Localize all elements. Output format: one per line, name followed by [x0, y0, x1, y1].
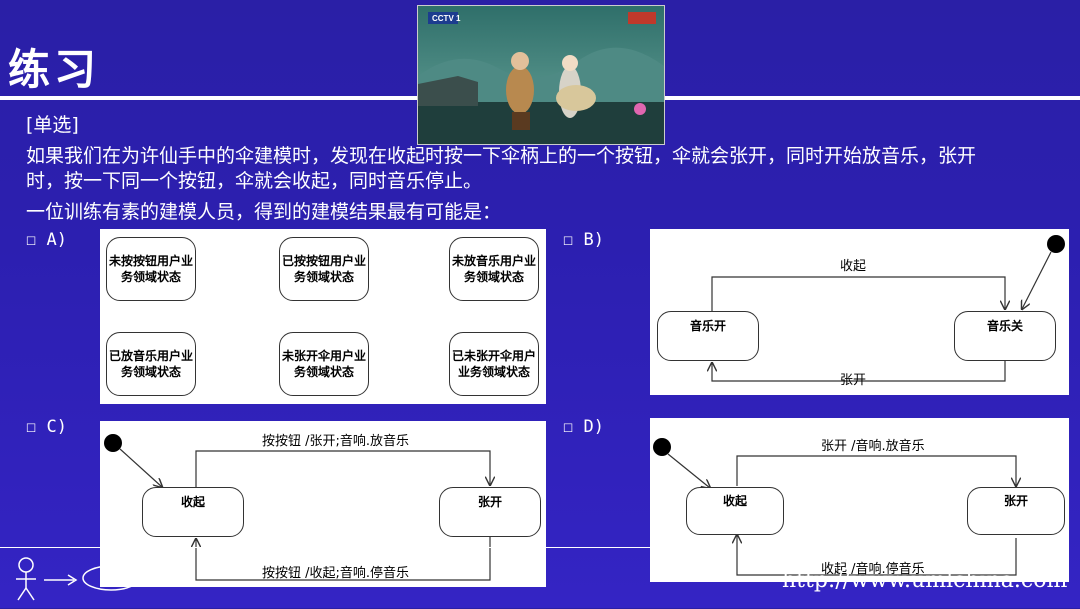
channel-logo-text: CCTV 1 — [432, 14, 461, 23]
video-thumbnail[interactable]: CCTV 1 — [417, 5, 665, 145]
option-d-checkbox[interactable]: ☐ D) — [563, 417, 604, 437]
state-box: 已按按钮用户业务领域状态 — [279, 237, 369, 301]
state-box: 收起 — [686, 487, 784, 535]
footer-bar — [0, 547, 650, 609]
initial-state-dot — [653, 438, 671, 456]
state-box: 张开 — [439, 487, 541, 537]
option-d-diagram: 张开 /音响.放音乐 收起 /音响.停音乐 收起 张开 — [650, 418, 1069, 582]
option-b-checkbox[interactable]: ☐ B) — [563, 230, 604, 250]
option-c-checkbox[interactable]: ☐ C) — [26, 417, 67, 437]
question-line-3: 一位训练有素的建模人员，得到的建模结果最有可能是： — [26, 201, 502, 223]
state-box: 张开 — [967, 487, 1065, 535]
state-box: 已放音乐用户业务领域状态 — [106, 332, 196, 396]
option-a-checkbox[interactable]: ☐ A) — [26, 230, 67, 250]
transition-label: 按按钮 /收起;音响.停音乐 — [262, 566, 410, 581]
option-a-diagram: 未按按钮用户业务领域状态 已按按钮用户业务领域状态 未放音乐用户业务领域状态 已… — [100, 229, 546, 404]
umlchina-logo — [6, 552, 140, 608]
option-b-diagram: 收起 张开 音乐开 音乐关 — [650, 229, 1069, 395]
transition-label: 收起 /音响.停音乐 — [821, 562, 925, 577]
state-box: 音乐关 — [954, 311, 1056, 361]
state-box: 未放音乐用户业务领域状态 — [449, 237, 539, 301]
transition-label: 张开 /音响.放音乐 — [821, 439, 925, 454]
state-box: 收起 — [142, 487, 244, 537]
footer-url[interactable]: http://www.umlchina.com — [782, 568, 1068, 593]
transition-label: 按按钮 /张开;音响.放音乐 — [262, 434, 410, 449]
initial-state-dot — [1047, 235, 1065, 253]
question-line-2: 时，按一下同一个按钮，伞就会收起，同时音乐停止。 — [26, 170, 483, 192]
transition-label: 收起 — [840, 259, 867, 274]
page-title: 练习 — [8, 45, 101, 94]
state-box: 未张开伞用户业务领域状态 — [279, 332, 369, 396]
question-tag: [单选] — [26, 114, 79, 136]
question-line-1: 如果我们在为许仙手中的伞建模时，发现在收起时按一下伞柄上的一个按钮，伞就会张开，… — [26, 145, 977, 167]
state-box: 未按按钮用户业务领域状态 — [106, 237, 196, 301]
state-box: 音乐开 — [657, 311, 759, 361]
initial-state-dot — [104, 434, 122, 452]
state-box: 已未张开伞用户业务领域状态 — [449, 332, 539, 396]
transition-label: 张开 — [840, 373, 867, 388]
option-c-diagram: 按按钮 /张开;音响.放音乐 按按钮 /收起;音响.停音乐 收起 张开 — [100, 421, 546, 587]
